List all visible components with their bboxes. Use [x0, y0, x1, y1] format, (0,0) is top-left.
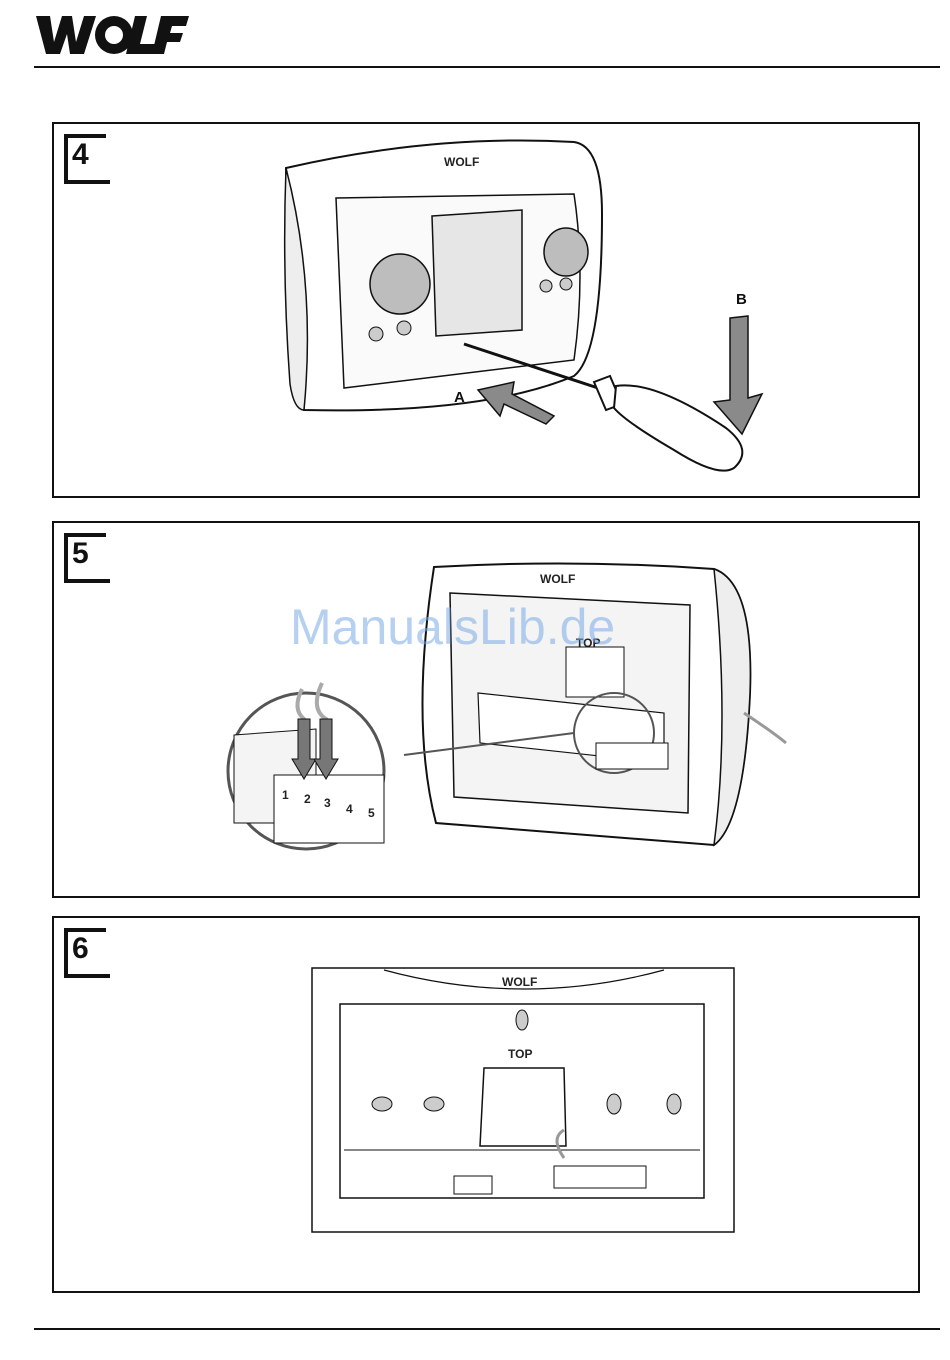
footer-rule — [34, 1328, 940, 1330]
terminal-5: 5 — [368, 806, 375, 820]
device-logo: WOLF — [540, 572, 575, 586]
terminal-2: 2 — [304, 792, 311, 806]
wiring-illustration: WOLF TOP 1 2 3 4 5 — [54, 523, 920, 898]
device-logo: WOLF — [502, 975, 537, 989]
label-b: B — [736, 291, 747, 308]
terminal-3: 3 — [324, 796, 331, 810]
step-6-panel: 6 WOLF TOP — [52, 916, 920, 1293]
mounted-base-illustration: WOLF TOP — [54, 918, 920, 1293]
device-logo: WOLF — [444, 155, 479, 169]
terminal-1: 1 — [282, 788, 289, 802]
remove-cover-illustration: WOLF A B — [54, 124, 920, 498]
header-rule — [34, 66, 940, 68]
step-4-panel: 4 WOLF A B — [52, 122, 920, 498]
label-a: A — [454, 389, 465, 406]
step-5-panel: 5 WOLF TOP 1 2 3 4 5 — [52, 521, 920, 898]
top-mark: TOP — [508, 1047, 532, 1061]
wolf-logo — [34, 12, 189, 58]
terminal-4: 4 — [346, 802, 353, 816]
